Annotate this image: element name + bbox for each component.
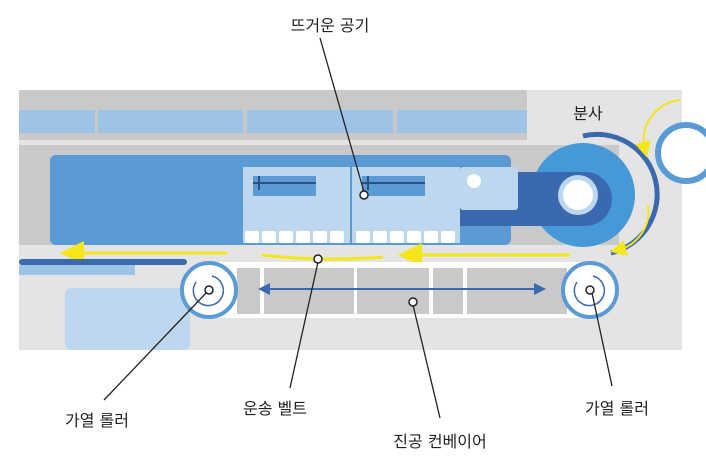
print-head-modules xyxy=(243,167,460,243)
label-spray: 분사 xyxy=(573,104,603,123)
vacuum-conveyor xyxy=(237,268,567,314)
label-heating-roller-right: 가열 롤러 xyxy=(585,399,649,418)
leader-lines xyxy=(103,37,613,419)
label-hot-air: 뜨거운 공기 xyxy=(290,16,370,35)
top-strip xyxy=(19,110,527,133)
label-vacuum-conveyor: 진공 컨베이어 xyxy=(393,432,487,451)
label-heating-roller-left: 가열 롤러 xyxy=(65,411,129,430)
label-transport-belt: 운송 벨트 xyxy=(243,399,307,418)
side-roller xyxy=(655,122,706,184)
